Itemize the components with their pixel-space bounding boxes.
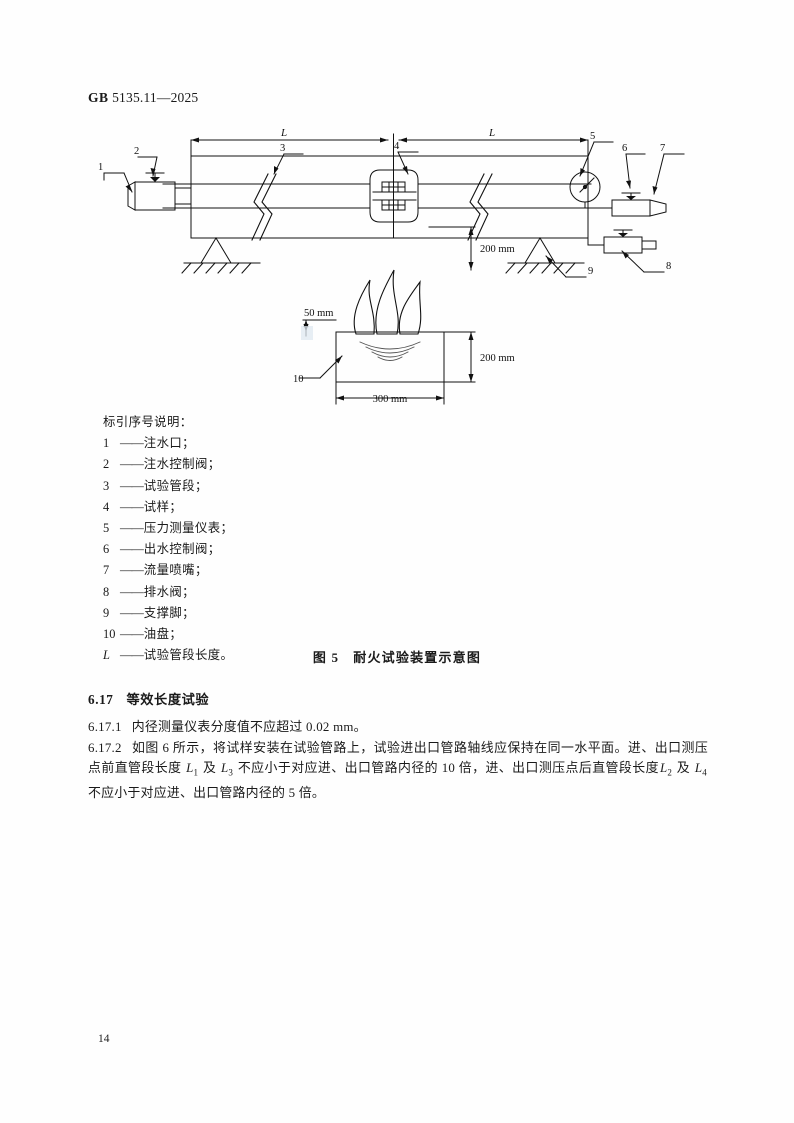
legend-number: L [103, 648, 110, 663]
callout-5: 5 [590, 131, 595, 142]
legend-title: 标引序号说明： [103, 415, 193, 429]
legend-dash: —— [120, 605, 144, 620]
legend-label: 试样； [143, 499, 183, 514]
variable-L2: L2 [659, 761, 673, 778]
dimension-label-L-right: L [488, 127, 495, 139]
callout-4: 4 [394, 141, 400, 152]
list-item: 4 ——试样； [103, 497, 233, 518]
callout-3: 3 [280, 143, 285, 154]
legend-label: 流量喷嘴； [143, 563, 208, 578]
figure-legend: 标引序号说明： 1——注水口； 2——注水控制阀； 3——试验管段； 4——试样… [103, 412, 233, 666]
clause-text-part-2: 及 [199, 761, 220, 776]
dimension-pan-width: 300 mm [373, 394, 408, 405]
list-item: 10 ——油盘； [103, 624, 233, 645]
legend-dash: —— [120, 648, 144, 663]
legend-label: 压力测量仪表； [143, 521, 234, 536]
legend-dash: —— [120, 478, 144, 493]
legend-label: 注水控制阀； [143, 457, 221, 472]
callout-8: 8 [666, 261, 671, 272]
list-item: 8 ——排水阀； [103, 582, 233, 603]
section-number: 6.17 [88, 692, 114, 707]
variable-L1: L1 [186, 761, 199, 778]
legend-number: 8 [103, 584, 110, 599]
list-item: 2 ——注水控制阀； [103, 454, 233, 475]
legend-label: 支撑脚； [143, 605, 195, 620]
dimension-pan-height: 200 mm [480, 353, 515, 364]
standard-prefix: GB [88, 90, 109, 105]
legend-number: 2 [103, 457, 110, 472]
legend-dash: —— [120, 584, 144, 599]
legend-number: 3 [103, 478, 110, 493]
callout-1: 1 [98, 162, 103, 173]
legend-label: 试验管段； [143, 478, 208, 493]
figure-caption-label: 图 5 [312, 650, 340, 665]
legend-number: 10 [103, 627, 116, 642]
callout-9: 9 [588, 266, 593, 277]
legend-label: 注水口； [143, 436, 195, 451]
callout-2: 2 [134, 146, 139, 157]
legend-dash: —— [120, 457, 144, 472]
figure-caption: 图 5 耐火试验装置示意图 [0, 647, 794, 666]
legend-dash: —— [120, 499, 144, 514]
list-item: 6 ——出水控制阀； [103, 539, 233, 560]
clause-text: 内径测量仪表分度值不应超过 0.02 mm。 [131, 720, 367, 734]
list-item: 1 ——注水口； [103, 433, 233, 454]
legend-dash: —— [120, 521, 144, 536]
legend-number: 5 [103, 521, 110, 536]
clause-text-part-5: 不应小于对应进、出口管路内径的 5 倍。 [88, 786, 326, 801]
figure-caption-title: 耐火试验装置示意图 [353, 650, 482, 665]
legend-number: 9 [103, 605, 110, 620]
legend-dash: —— [120, 627, 144, 642]
figure-5: L L 200 mm 200 mm 50 mm 300 mm 1 2 3 4 5… [88, 120, 708, 665]
list-item: 3 ——试验管段； [103, 476, 233, 497]
dimension-pan-offset: 50 mm [304, 308, 333, 319]
legend-dash: —— [120, 436, 144, 451]
callout-6: 6 [622, 143, 627, 154]
legend-number: 7 [103, 563, 110, 578]
legend-label: 出水控制阀； [143, 542, 221, 557]
legend-number: 1 [103, 436, 110, 451]
clause-number: 6.17.2 [88, 741, 122, 755]
callout-10: 10 [293, 374, 304, 385]
dimension-flame-height: 200 mm [480, 244, 515, 255]
legend-number: 4 [103, 499, 110, 514]
legend-label: 油盘； [143, 627, 183, 642]
clause-number: 6.17.1 [88, 720, 122, 734]
legend-dash: —— [120, 563, 144, 578]
page-title: 等效长度试验 [126, 692, 210, 707]
paragraph-6-17-1: 6.17.1 内径测量仪表分度值不应超过 0.02 mm。 [88, 717, 708, 737]
page-header: GB 5135.11—2025 [88, 90, 198, 106]
legend-dash: —— [120, 542, 144, 557]
clause-text-part-3: 不应小于对应进、出口管路内径的 10 倍，进、出口测压点后直管段长度 [234, 761, 659, 776]
legend-label: 排水阀； [143, 584, 195, 599]
callout-7: 7 [660, 143, 665, 154]
section-heading: 6.17 等效长度试验 [88, 689, 209, 708]
dimension-label-L-left: L [280, 127, 287, 139]
list-item: 7 ——流量喷嘴； [103, 560, 233, 581]
clause-text-part-4: 及 [673, 761, 694, 776]
clause-text-part-1: 如图 6 所示，将试样安装在试验管路上，试验进出口管路轴线应保持在同一水平面。进… [88, 741, 708, 776]
legend-list: 1——注水口； 2——注水控制阀； 3——试验管段； 4——试样； 5——压力测… [103, 433, 233, 666]
list-item: L ——试验管段长度。 [103, 645, 233, 666]
page-number: 14 [98, 1033, 110, 1045]
list-item: 9 ——支撑脚； [103, 603, 233, 624]
legend-number: 6 [103, 542, 110, 557]
standard-number: 5135.11—2025 [112, 90, 199, 105]
list-item: 5 ——压力测量仪表； [103, 518, 233, 539]
variable-L3: L3 [220, 761, 234, 778]
variable-L4: L4 [694, 761, 707, 778]
fire-test-apparatus-diagram: L L 200 mm 200 mm 50 mm 300 mm 1 2 3 4 5… [98, 127, 685, 405]
legend-label: 试验管段长度。 [143, 648, 234, 663]
